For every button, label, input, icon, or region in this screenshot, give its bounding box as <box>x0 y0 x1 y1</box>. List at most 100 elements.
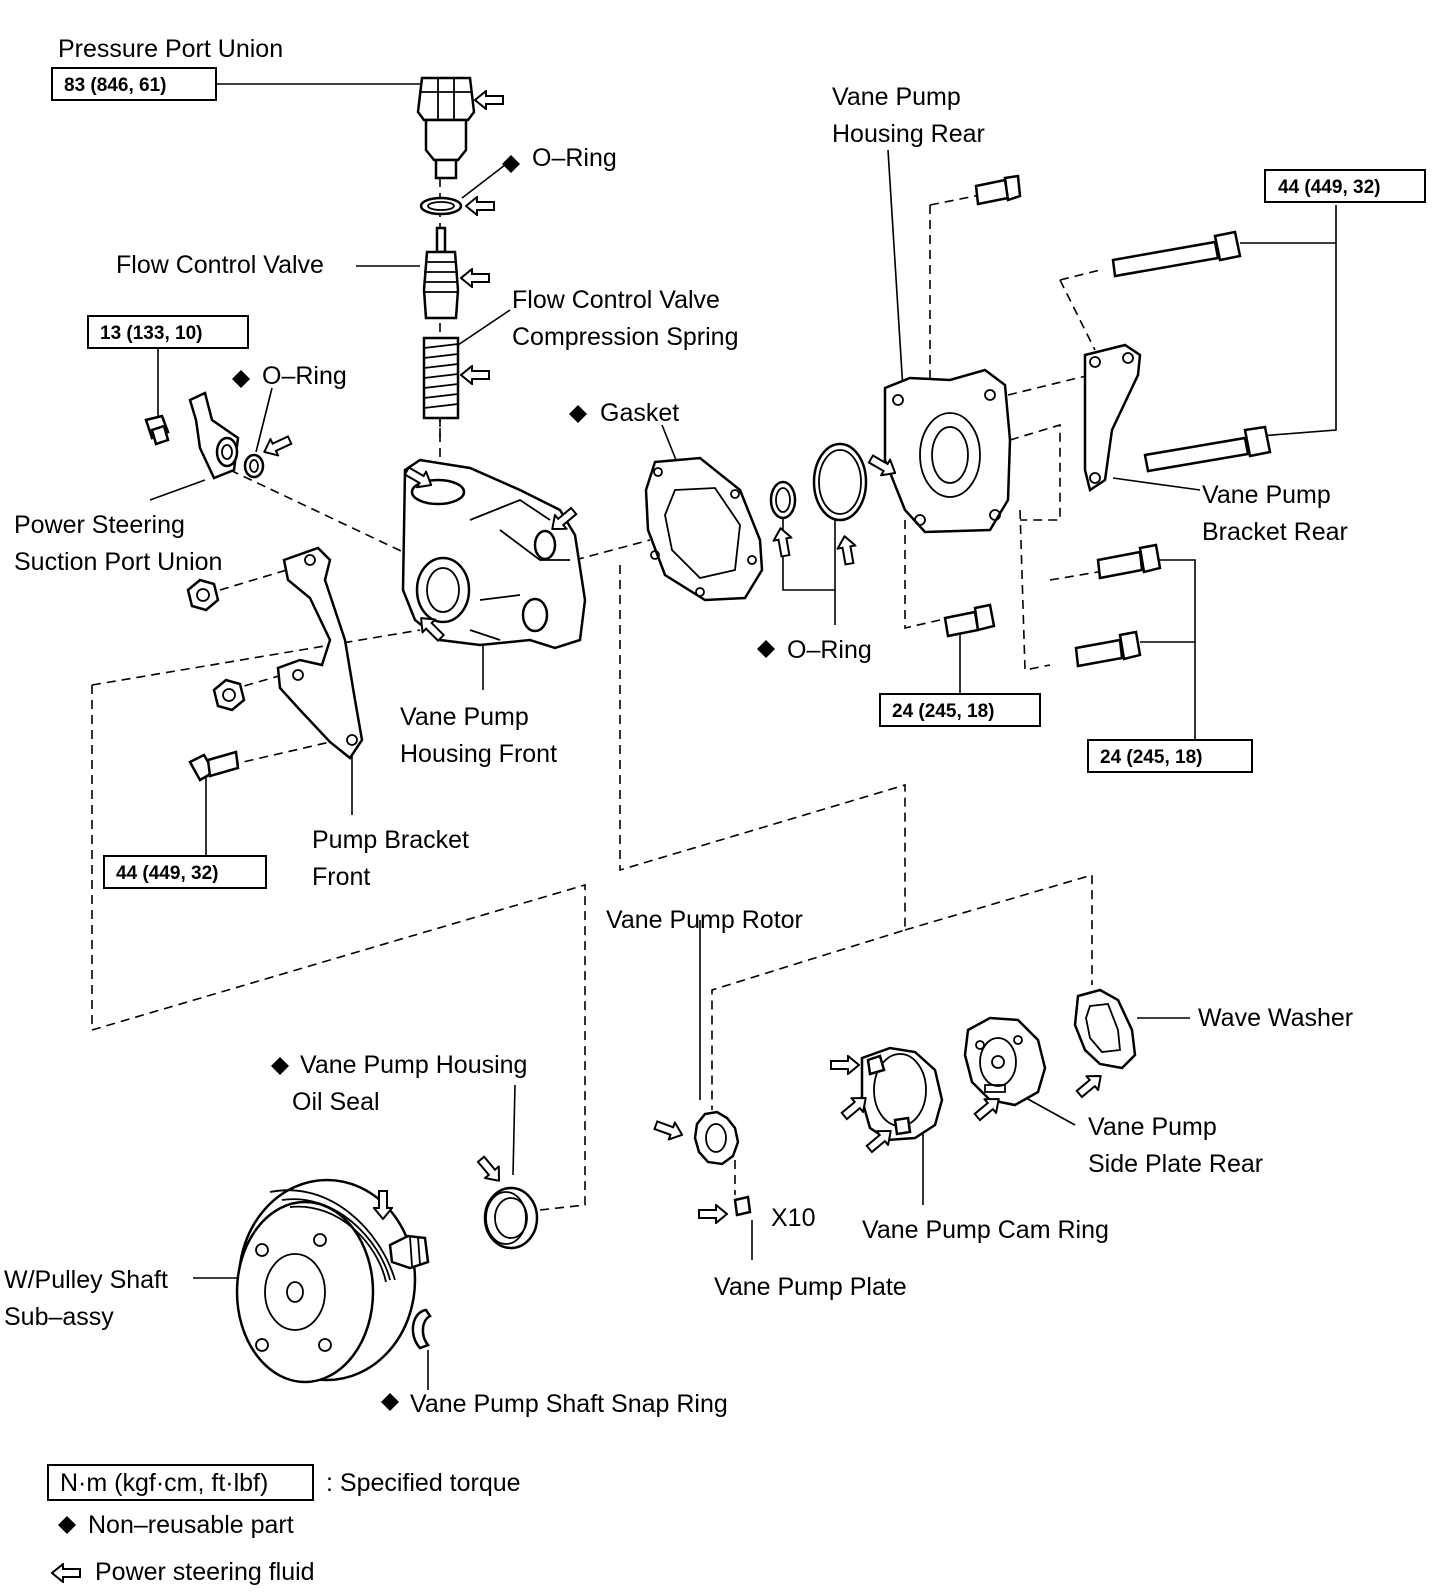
torque-box-bracket-rear-upper: 44 (449, 32) <box>1264 169 1426 203</box>
label-pump-bracket-front-1: Pump Bracket <box>312 826 469 854</box>
bracket-front-nut-upper-part <box>186 578 220 612</box>
fluid-arrow-icon <box>259 430 295 462</box>
label-vp-housing-front-2: Housing Front <box>400 740 557 768</box>
label-oil-seal-2: Oil Seal <box>292 1088 380 1116</box>
label-vp-housing-rear-2: Housing Rear <box>832 120 985 148</box>
label-vp-bracket-rear-1: Vane Pump <box>1202 481 1331 509</box>
label-side-plate-2: Side Plate Rear <box>1088 1150 1263 1178</box>
label-wave-washer: Wave Washer <box>1198 1004 1353 1032</box>
vane-pump-plate-part <box>733 1195 752 1217</box>
non-reusable-diamond-icon <box>757 640 775 658</box>
label-pump-bracket-front-2: Front <box>312 863 370 891</box>
label-cam-ring: Vane Pump Cam Ring <box>862 1216 1109 1244</box>
label-fcv-spring-2: Compression Spring <box>512 323 739 351</box>
torque-box-housing-rear-bolt: 24 (245, 18) <box>879 693 1041 727</box>
o-ring-left-part <box>243 453 265 479</box>
legend-torque-desc: : Specified torque <box>326 1469 521 1497</box>
non-reusable-diamond-icon <box>232 370 250 388</box>
fluid-arrow-icon <box>460 268 490 288</box>
fluid-arrow-icon <box>698 1204 728 1224</box>
legend-non-reusable: Non–reusable part <box>88 1511 294 1539</box>
torque-value: 24 (245, 18) <box>892 701 994 722</box>
label-ps-suction-2: Suction Port Union <box>14 548 222 576</box>
gasket-part <box>644 456 764 602</box>
label-ps-suction-1: Power Steering <box>14 511 185 539</box>
leader-lines <box>149 83 1337 1390</box>
pulley-shaft-part <box>235 1178 430 1384</box>
non-reusable-diamond-icon <box>502 155 520 173</box>
vane-pump-housing-rear-part <box>883 368 1012 534</box>
bracket-front-bolt-part <box>188 750 240 782</box>
label-x10: X10 <box>771 1204 815 1232</box>
torque-value: 13 (133, 10) <box>100 323 202 344</box>
non-reusable-diamond-icon <box>569 405 587 423</box>
fluid-arrow-icon <box>770 525 796 559</box>
label-o-ring-mid: O–Ring <box>787 636 872 664</box>
label-pressure-port-union: Pressure Port Union <box>58 35 283 63</box>
label-side-plate-1: Vane Pump <box>1088 1113 1217 1141</box>
non-reusable-diamond-icon <box>271 1057 289 1075</box>
torque-value: 24 (245, 18) <box>1100 747 1202 768</box>
pressure-port-union-part <box>416 76 476 180</box>
fluid-arrow-icon <box>834 533 860 567</box>
vane-pump-rotor-part <box>693 1110 740 1166</box>
suction-port-union-part <box>188 391 240 480</box>
hollow-arrow-icon <box>50 1563 82 1583</box>
torque-box-pressure-port: 83 (846, 61) <box>51 67 217 101</box>
housing-rear-bottom-bolt-part <box>943 603 996 638</box>
label-vp-bracket-rear-2: Bracket Rear <box>1202 518 1348 546</box>
flow-control-valve-part <box>422 226 460 320</box>
housing-rear-top-bolt-part <box>974 174 1022 206</box>
black-diamond-icon <box>58 1516 76 1534</box>
vane-pump-cam-ring-part <box>860 1046 944 1142</box>
fluid-arrow-icon <box>473 1152 507 1188</box>
o-ring-large-part <box>812 442 868 522</box>
label-vp-housing-rear-1: Vane Pump <box>832 83 961 111</box>
vane-pump-housing-front-part <box>401 458 587 650</box>
torque-value: 83 (846, 61) <box>64 75 166 96</box>
legend: N·m (kgf·cm, ft·lbf) : Specified torque … <box>47 1464 521 1586</box>
torque-box-bracket-front: 44 (449, 32) <box>103 855 267 889</box>
torque-value: 44 (449, 32) <box>1278 177 1380 198</box>
legend-fluid: Power steering fluid <box>95 1558 315 1586</box>
fluid-arrow-icon <box>474 90 504 110</box>
label-vp-housing-front-1: Vane Pump <box>400 703 529 731</box>
bracket-rear-long-bolt-upper-part <box>1111 230 1242 278</box>
label-o-ring-left: O–Ring <box>262 362 347 390</box>
fluid-arrow-icon <box>465 196 495 216</box>
torque-box-suction-port: 13 (133, 10) <box>87 315 249 349</box>
label-gasket: Gasket <box>600 399 679 427</box>
label-flow-control-valve: Flow Control Valve <box>116 251 324 279</box>
compression-spring-part <box>422 336 460 420</box>
label-oil-seal-1: Vane Pump Housing <box>300 1051 527 1079</box>
label-snap-ring: Vane Pump Shaft Snap Ring <box>410 1390 728 1418</box>
label-vane-pump-plate: Vane Pump Plate <box>714 1273 907 1301</box>
vane-pump-shaft-snap-ring-part <box>411 1308 432 1350</box>
vane-pump-bracket-rear-part <box>1083 343 1142 493</box>
label-vane-pump-rotor: Vane Pump Rotor <box>606 906 803 934</box>
label-fcv-spring-1: Flow Control Valve <box>512 286 720 314</box>
pump-bracket-front-part <box>276 546 364 760</box>
wave-washer-part <box>1073 988 1137 1070</box>
fluid-arrow-icon <box>651 1115 687 1145</box>
bracket-rear-long-bolt-lower-part <box>1143 425 1272 473</box>
o-ring-top-part <box>419 196 463 216</box>
label-pulley-1: W/Pulley Shaft <box>4 1266 168 1294</box>
bracket-rear-bolt-a-part <box>1096 543 1162 580</box>
fluid-arrow-icon <box>1072 1068 1108 1102</box>
o-ring-small-part <box>769 480 797 520</box>
fluid-arrow-icon <box>830 1055 860 1075</box>
oil-seal-part <box>483 1186 539 1250</box>
legend-torque-box <box>47 1464 314 1501</box>
bracket-front-nut-lower-part <box>212 678 246 712</box>
part-labels: Pressure Port Union O–Ring Flow Control … <box>4 35 1353 1418</box>
torque-value: 44 (449, 32) <box>116 863 218 884</box>
label-o-ring-top: O–Ring <box>532 144 617 172</box>
legend-torque-unit: N·m (kgf·cm, ft·lbf) <box>60 1469 268 1497</box>
bracket-rear-bolt-b-part <box>1074 630 1142 668</box>
torque-box-bracket-rear-lower: 24 (245, 18) <box>1087 739 1253 773</box>
vane-pump-side-plate-rear-part <box>963 1016 1047 1107</box>
assembly-guide-lines <box>91 178 1111 1211</box>
non-reusable-diamond-icon <box>381 1393 399 1411</box>
